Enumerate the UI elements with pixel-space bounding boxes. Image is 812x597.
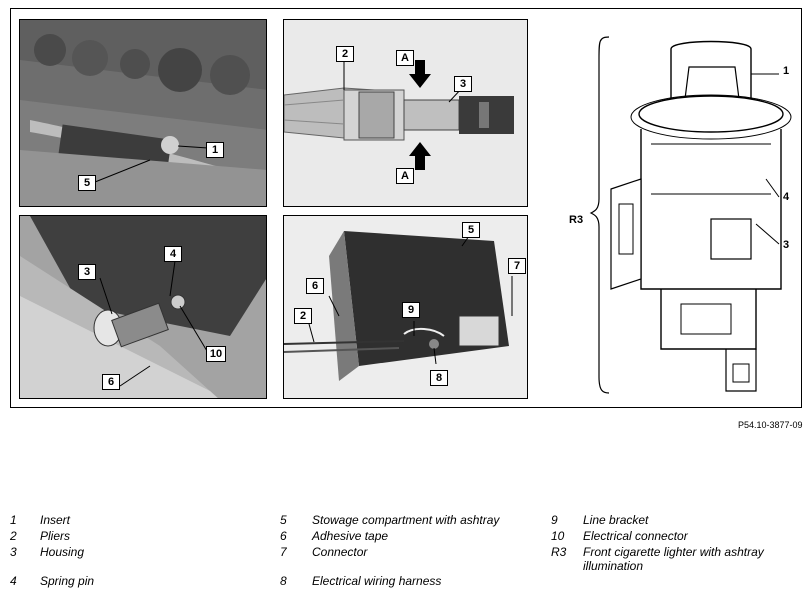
callout-A-top: A bbox=[396, 50, 414, 66]
legend-text: Pliers bbox=[40, 529, 71, 543]
photo-pliers-image bbox=[284, 20, 527, 206]
legend-text: Electrical connector bbox=[583, 529, 688, 543]
legend-text: Line bracket bbox=[583, 513, 649, 527]
legend-num: 8 bbox=[280, 574, 287, 588]
arrow-up-A bbox=[409, 142, 431, 170]
callout-10: 10 bbox=[206, 346, 226, 362]
label-3: 3 bbox=[783, 239, 790, 251]
legend-text: Electrical wiring harness bbox=[312, 574, 442, 588]
legend-num: 3 bbox=[10, 545, 17, 559]
callout-5: 5 bbox=[462, 222, 480, 238]
legend-text: Adhesive tape bbox=[312, 529, 389, 543]
legend-num: 1 bbox=[10, 513, 17, 527]
lighter-drawing-image bbox=[589, 36, 792, 394]
photo-dashboard: 1 5 bbox=[19, 19, 267, 207]
photo-pliers: 2 3 A A bbox=[283, 19, 528, 207]
legend-num: 2 bbox=[10, 529, 17, 543]
callout-4: 4 bbox=[164, 246, 182, 262]
callout-5: 5 bbox=[78, 175, 96, 191]
legend-text: Spring pin bbox=[40, 574, 95, 588]
legend-num: R3 bbox=[551, 545, 567, 559]
legend-num: 4 bbox=[10, 574, 17, 588]
legend-text: Insert bbox=[40, 513, 71, 527]
callout-2: 2 bbox=[336, 46, 354, 62]
legend-num: 5 bbox=[280, 513, 287, 527]
legend-text: Connector bbox=[312, 545, 368, 559]
lighter-drawing: 1 4 3 R3 bbox=[541, 19, 796, 399]
callout-2: 2 bbox=[294, 308, 312, 324]
photo-removed-compartment: 5 6 7 2 9 8 bbox=[283, 215, 528, 399]
callout-9: 9 bbox=[402, 302, 420, 318]
callout-3: 3 bbox=[454, 76, 472, 92]
legend-text: Housing bbox=[40, 545, 85, 559]
figure-frame: 1 5 2 3 A A bbox=[10, 8, 802, 408]
callout-6: 6 bbox=[102, 374, 120, 390]
figure-reference: P54.10-3877-09 bbox=[738, 420, 803, 430]
legend-num: 10 bbox=[551, 529, 565, 543]
photo-compartment: 4 3 10 6 bbox=[19, 215, 267, 399]
arrow-down-A bbox=[409, 60, 431, 88]
label-R3: R3 bbox=[569, 214, 584, 226]
photo-dashboard-image bbox=[20, 20, 266, 206]
label-4: 4 bbox=[783, 191, 790, 203]
legend-num: 6 bbox=[280, 529, 287, 543]
callout-7: 7 bbox=[508, 258, 526, 274]
legend-text: Front cigarette lighter with ashtray ill… bbox=[583, 545, 764, 573]
callout-8: 8 bbox=[430, 370, 448, 386]
callout-3: 3 bbox=[78, 264, 96, 280]
callout-1: 1 bbox=[206, 142, 224, 158]
callout-A-bottom: A bbox=[396, 168, 414, 184]
callout-6: 6 bbox=[306, 278, 324, 294]
label-1: 1 bbox=[783, 65, 790, 77]
legend-num: 9 bbox=[551, 513, 558, 527]
legend-text: Stowage compartment with ashtray bbox=[312, 513, 500, 527]
photo-compartment-image bbox=[20, 216, 266, 398]
legend-num: 7 bbox=[280, 545, 287, 559]
